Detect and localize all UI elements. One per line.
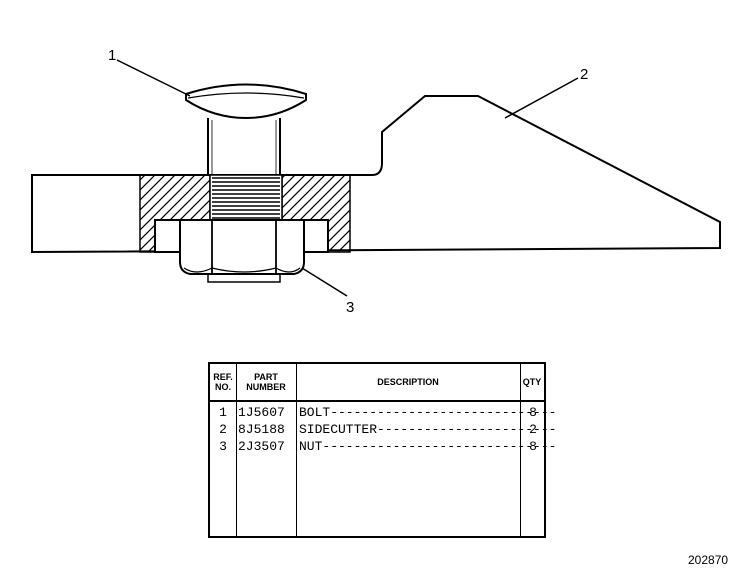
leader-line-1 [116, 59, 191, 97]
header-divider [210, 400, 544, 402]
header-ref-no: REF.NO. [213, 372, 233, 392]
row-3-qty: 8 [529, 439, 537, 454]
header-description: DESCRIPTION [377, 377, 439, 387]
row-2-part: 8J5188 [238, 422, 285, 437]
leader-line-3 [301, 267, 348, 297]
nut [179, 219, 305, 283]
header-qty: QTY [522, 377, 542, 387]
column-divider [520, 364, 521, 536]
row-1-description: BOLT----------------------------- [299, 405, 557, 420]
row-2-qty: 2 [529, 422, 537, 437]
callout-2: 2 [580, 66, 589, 83]
row-2-description: SIDECUTTER----------------------- [299, 422, 557, 437]
row-3-ref: 3 [219, 439, 227, 454]
leader-line-2 [504, 77, 579, 119]
sidecutter-outline [31, 95, 721, 254]
callout-1: 1 [108, 47, 117, 64]
row-1-qty: 8 [529, 405, 537, 420]
bolt-threads [209, 174, 283, 221]
drawing-number: 202870 [688, 553, 729, 567]
row-3-description: NUT------------------------------ [299, 439, 557, 454]
row-3-part: 2J3507 [238, 439, 285, 454]
row-1-ref: 1 [219, 405, 227, 420]
row-1-part: 1J5607 [238, 405, 285, 420]
bolt-head [185, 83, 307, 120]
callout-3: 3 [346, 299, 355, 316]
column-divider [296, 364, 297, 536]
column-divider [236, 364, 237, 536]
bolt-neck [207, 118, 281, 175]
row-2-ref: 2 [219, 422, 227, 437]
exploded-parts-drawing [31, 59, 721, 297]
